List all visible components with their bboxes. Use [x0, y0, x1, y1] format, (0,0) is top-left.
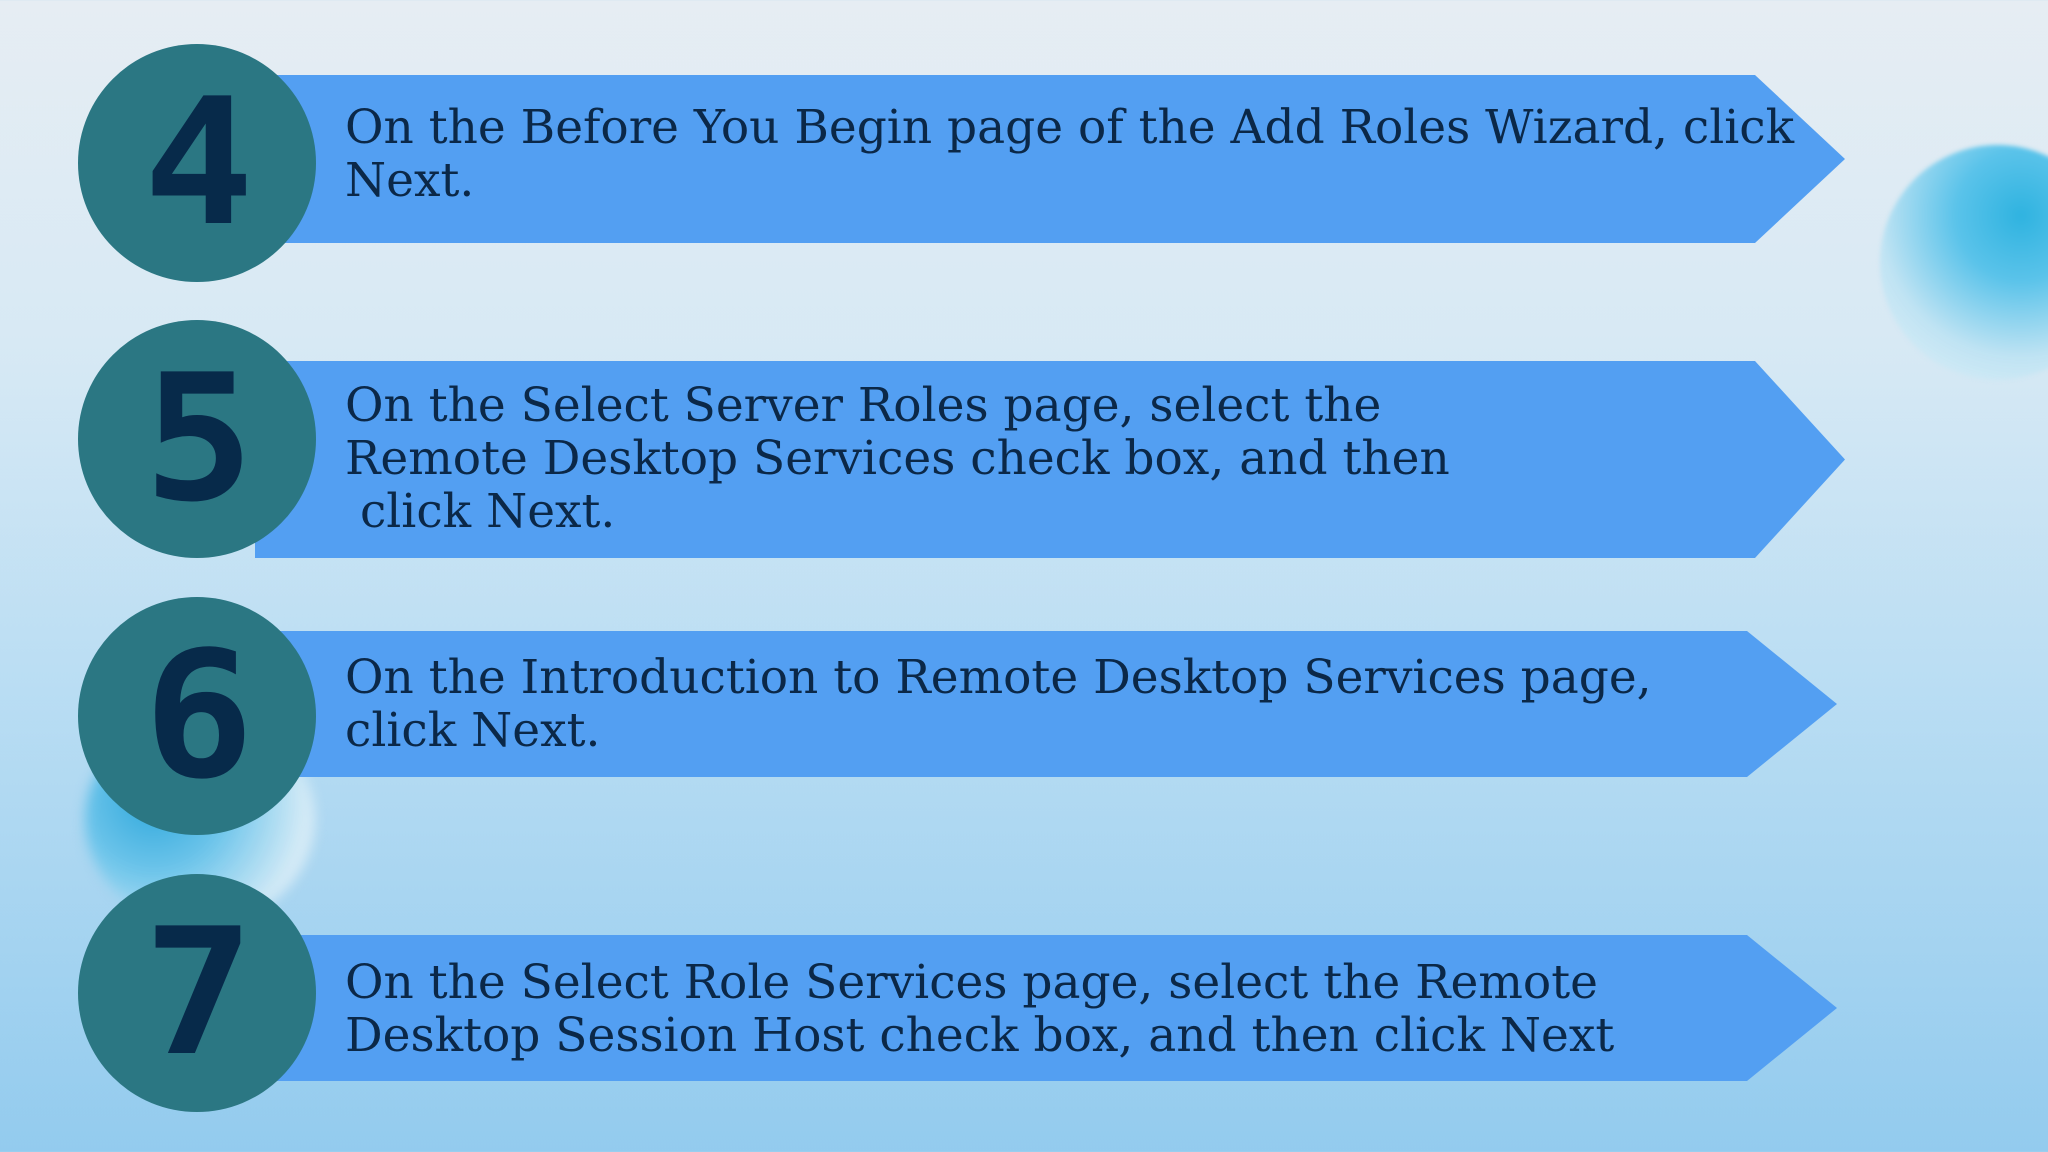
step-text: On the Introduction to Remote Desktop Se…	[345, 650, 1652, 758]
step-banner	[255, 361, 1845, 558]
step-text: On the Before You Begin page of the Add …	[345, 100, 1795, 208]
step-number: 5	[143, 337, 255, 541]
step-banner	[255, 935, 1837, 1081]
step-number-badge: 4	[78, 44, 316, 282]
step-text: On the Select Role Services page, select…	[345, 955, 1615, 1063]
step-number-badge: 7	[78, 874, 316, 1112]
step-text: On the Select Server Roles page, select …	[345, 378, 1450, 539]
decorative-orb-right	[1880, 145, 2048, 380]
step-number: 6	[143, 614, 255, 818]
step-number-badge: 6	[78, 597, 316, 835]
step-number: 4	[143, 61, 255, 265]
step-banner	[255, 75, 1845, 243]
step-number: 7	[143, 891, 255, 1095]
step-banner	[255, 631, 1837, 777]
step-number-badge: 5	[78, 320, 316, 558]
